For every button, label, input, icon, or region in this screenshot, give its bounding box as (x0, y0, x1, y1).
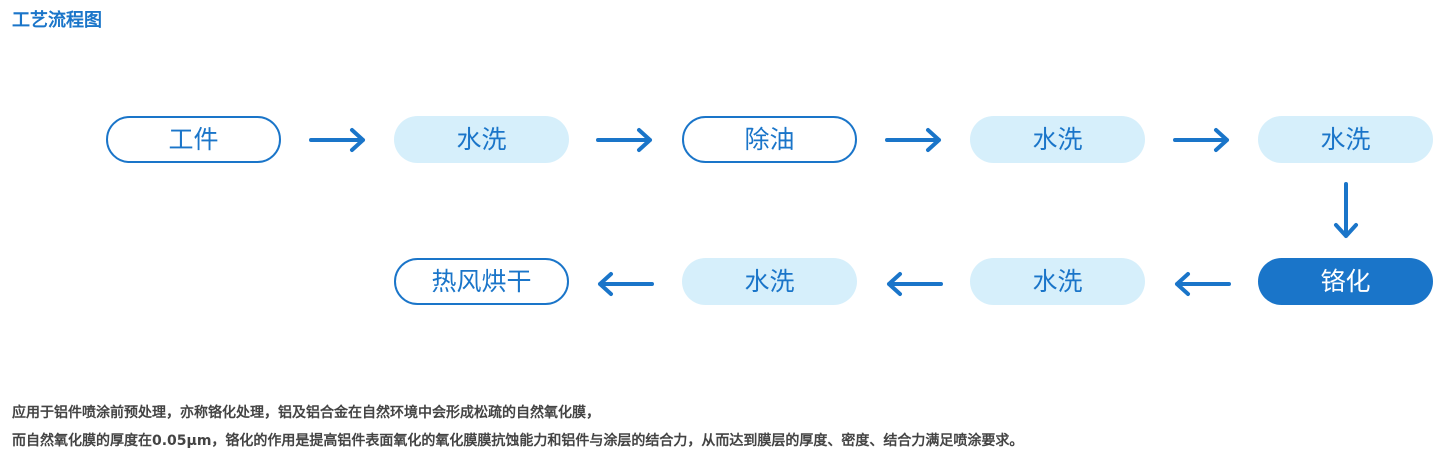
page-title: 工艺流程图 (12, 10, 102, 31)
step-label: 水洗 (744, 267, 795, 296)
step-label: 水洗 (456, 125, 507, 154)
step-rinse-3: 水洗 (1258, 116, 1433, 163)
step-label: 热风烘干 (431, 267, 532, 296)
step-label: 除油 (744, 125, 795, 154)
arrow-right-icon (309, 128, 367, 152)
arrow-right-icon (885, 128, 943, 152)
step-chromate: 铬化 (1258, 258, 1433, 305)
description-line-2: 而自然氧化膜的厚度在0.05μm，铬化的作用是提高铝件表面氧化的氧化膜膜抗蚀能力… (12, 433, 1024, 449)
arrow-left-icon (885, 272, 943, 296)
step-rinse-4: 水洗 (970, 258, 1145, 305)
step-degrease: 除油 (682, 116, 857, 163)
step-workpiece: 工件 (106, 116, 281, 163)
arrow-right-icon (1173, 128, 1231, 152)
step-rinse-1: 水洗 (394, 116, 569, 163)
step-label: 水洗 (1032, 125, 1083, 154)
arrow-down-icon (1334, 182, 1358, 240)
arrow-left-icon (1173, 272, 1231, 296)
step-rinse-5: 水洗 (682, 258, 857, 305)
arrow-right-icon (596, 128, 654, 152)
step-label: 水洗 (1032, 267, 1083, 296)
step-label: 水洗 (1320, 125, 1371, 154)
step-hot-air-dry: 热风烘干 (394, 258, 569, 305)
step-label: 铬化 (1320, 267, 1371, 296)
arrow-left-icon (596, 272, 654, 296)
step-label: 工件 (168, 125, 219, 154)
step-rinse-2: 水洗 (970, 116, 1145, 163)
description-line-1: 应用于铝件喷涂前预处理，亦称铬化处理，铝及铝合金在自然环境中会形成松疏的自然氧化… (12, 405, 600, 421)
